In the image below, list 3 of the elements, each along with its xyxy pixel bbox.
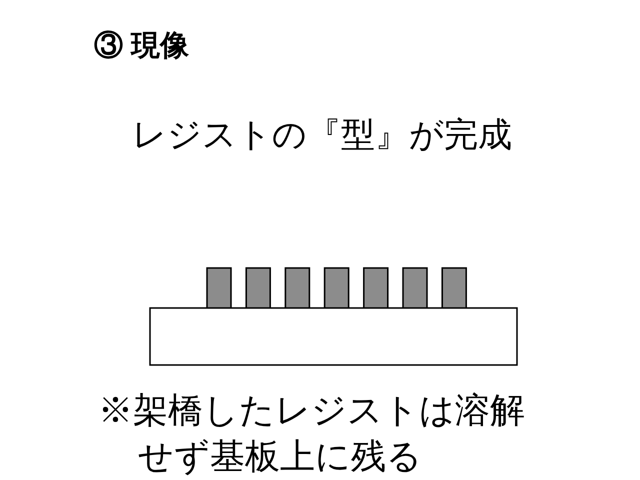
heading: ③ 現像 xyxy=(94,32,190,61)
subtitle: レジストの『型』が完成 xyxy=(132,115,512,156)
note-text: ※架橋したレジストは溶解せず基板上に残る xyxy=(98,390,526,478)
